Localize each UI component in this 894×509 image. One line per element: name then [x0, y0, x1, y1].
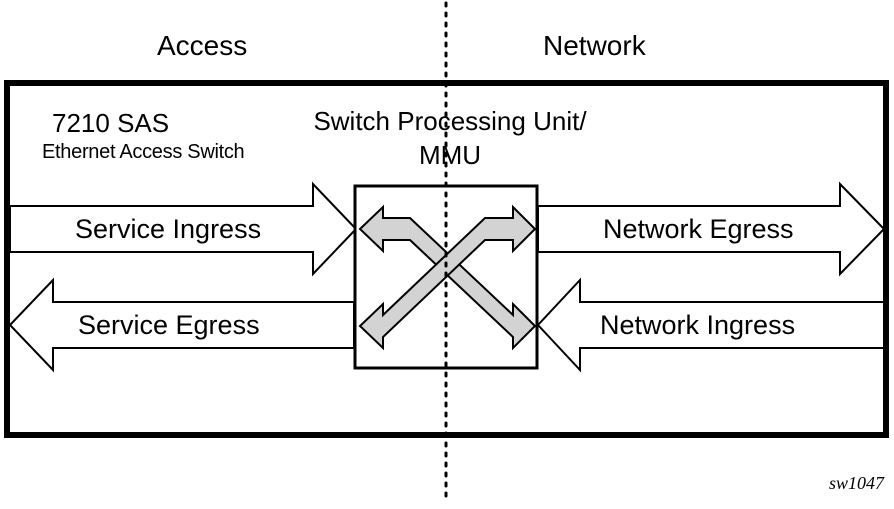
network-egress-arrow — [537, 181, 886, 277]
switch-unit-label: Switch Processing Unit/ MMU — [280, 104, 620, 172]
switch-unit-label-line1: Switch Processing Unit/ — [313, 106, 587, 136]
network-egress-label: Network Egress — [603, 214, 794, 244]
device-name: 7210 SAS — [52, 108, 170, 138]
device-subtitle: Ethernet Access Switch — [42, 141, 245, 163]
network-ingress-label: Network Ingress — [600, 310, 796, 340]
network-zone-label: Network — [543, 30, 646, 61]
figure-id: sw1047 — [828, 473, 884, 493]
service-ingress-label: Service Ingress — [75, 214, 262, 244]
service-ingress-arrow — [9, 181, 358, 277]
service-egress-label: Service Egress — [78, 310, 260, 340]
service-egress-arrow — [8, 277, 355, 373]
crossover-arrow-right-to-left — [358, 204, 537, 351]
crossover-arrow-left-to-right — [358, 204, 537, 351]
network-ingress-arrow — [536, 277, 885, 373]
access-zone-label: Access — [157, 30, 248, 61]
crossover-arrows — [358, 204, 537, 351]
switch-unit-label-line2: MMU — [418, 140, 482, 170]
